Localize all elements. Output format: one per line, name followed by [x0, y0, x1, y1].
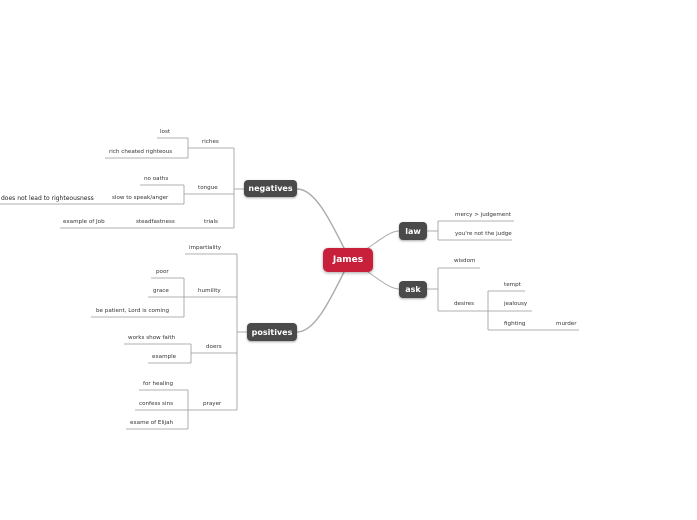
topic-for-healing[interactable]: for healing: [143, 381, 174, 387]
root-node-james[interactable]: James: [323, 248, 373, 272]
topic-no-oaths[interactable]: no oaths: [144, 176, 169, 182]
node-positives[interactable]: positives: [247, 323, 297, 341]
topic-works-show-faith[interactable]: works show faith: [128, 335, 176, 341]
topic-exame-of-elijah[interactable]: exame of Elijah: [130, 420, 174, 426]
topic-example[interactable]: example: [152, 354, 177, 360]
topic-grace[interactable]: grace: [153, 288, 169, 294]
topic-slow-to-speak[interactable]: slow to speak/anger: [112, 195, 169, 201]
topic-confess-sins[interactable]: confess sins: [139, 401, 173, 407]
topic-example-of-job[interactable]: example of Job: [63, 219, 105, 225]
topic-poor[interactable]: poor: [156, 269, 169, 275]
topic-doers[interactable]: doers: [206, 344, 222, 350]
topic-murder[interactable]: murder: [556, 321, 577, 327]
topic-humility[interactable]: humility: [198, 288, 221, 294]
topic-does-not-lead[interactable]: does not lead to righteousness: [1, 195, 94, 202]
topic-impartiality[interactable]: impartiality: [189, 245, 222, 251]
topic-be-patient[interactable]: be patient, Lord is coming: [96, 308, 170, 314]
topic-riches[interactable]: riches: [202, 139, 219, 145]
topic-tongue[interactable]: tongue: [198, 185, 218, 191]
node-ask[interactable]: ask: [399, 281, 427, 298]
topic-not-the-judge[interactable]: you're not the judge: [455, 231, 512, 237]
topic-tempt[interactable]: tempt: [504, 282, 521, 288]
topic-mercy-judgement[interactable]: mercy > judgement: [455, 212, 511, 218]
topic-fighting[interactable]: fighting: [504, 321, 526, 327]
topic-rich-cheated-righteous[interactable]: rich cheated righteous: [109, 149, 173, 155]
topic-steadfastness[interactable]: steadfastness: [136, 219, 175, 225]
node-law[interactable]: law: [399, 222, 427, 240]
topic-desires[interactable]: desires: [454, 301, 474, 307]
node-negatives[interactable]: negatives: [244, 180, 297, 197]
topic-prayer[interactable]: prayer: [203, 401, 222, 407]
topic-wisdom[interactable]: wisdom: [454, 258, 476, 264]
topic-lost[interactable]: lost: [160, 129, 171, 135]
topic-trials[interactable]: trials: [204, 219, 218, 225]
topic-jealousy[interactable]: jealousy: [504, 301, 528, 307]
